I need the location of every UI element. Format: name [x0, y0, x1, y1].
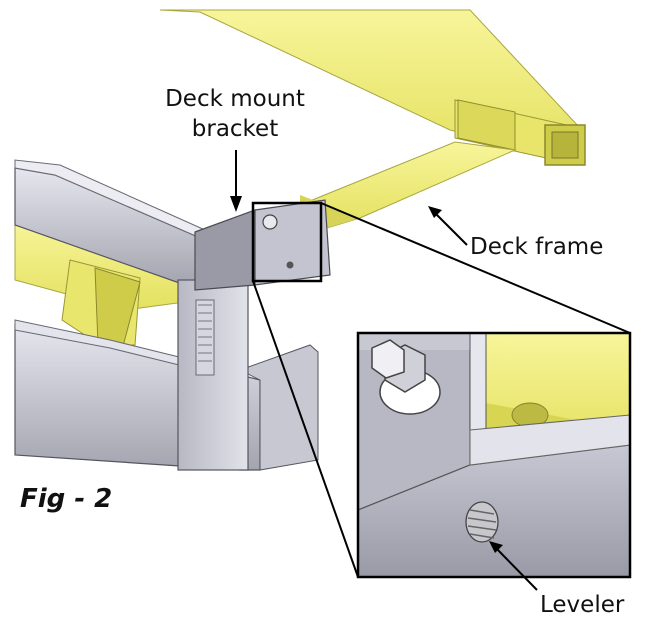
- deck-mount-bracket-label-line2: bracket: [191, 116, 279, 142]
- deck-frame-arrow: [428, 206, 468, 246]
- steel-structure: [14, 159, 331, 471]
- leveler-arrow: [489, 541, 538, 591]
- deck-mount-bracket-label: Deck mount bracket: [150, 84, 320, 144]
- deck-frame: [14, 9, 586, 351]
- deck-frame-label: Deck frame: [470, 234, 604, 260]
- detail-box: [251, 201, 323, 283]
- zoom-leader-lines: [252, 202, 631, 578]
- deck-mount-bracket-arrow: [230, 150, 242, 212]
- figure-label: Fig - 2: [20, 484, 113, 514]
- deck-mount-bracket-label-line1: Deck mount: [165, 86, 305, 112]
- zoom-detail-view: [356, 331, 632, 579]
- leveler-label: Leveler: [540, 592, 625, 618]
